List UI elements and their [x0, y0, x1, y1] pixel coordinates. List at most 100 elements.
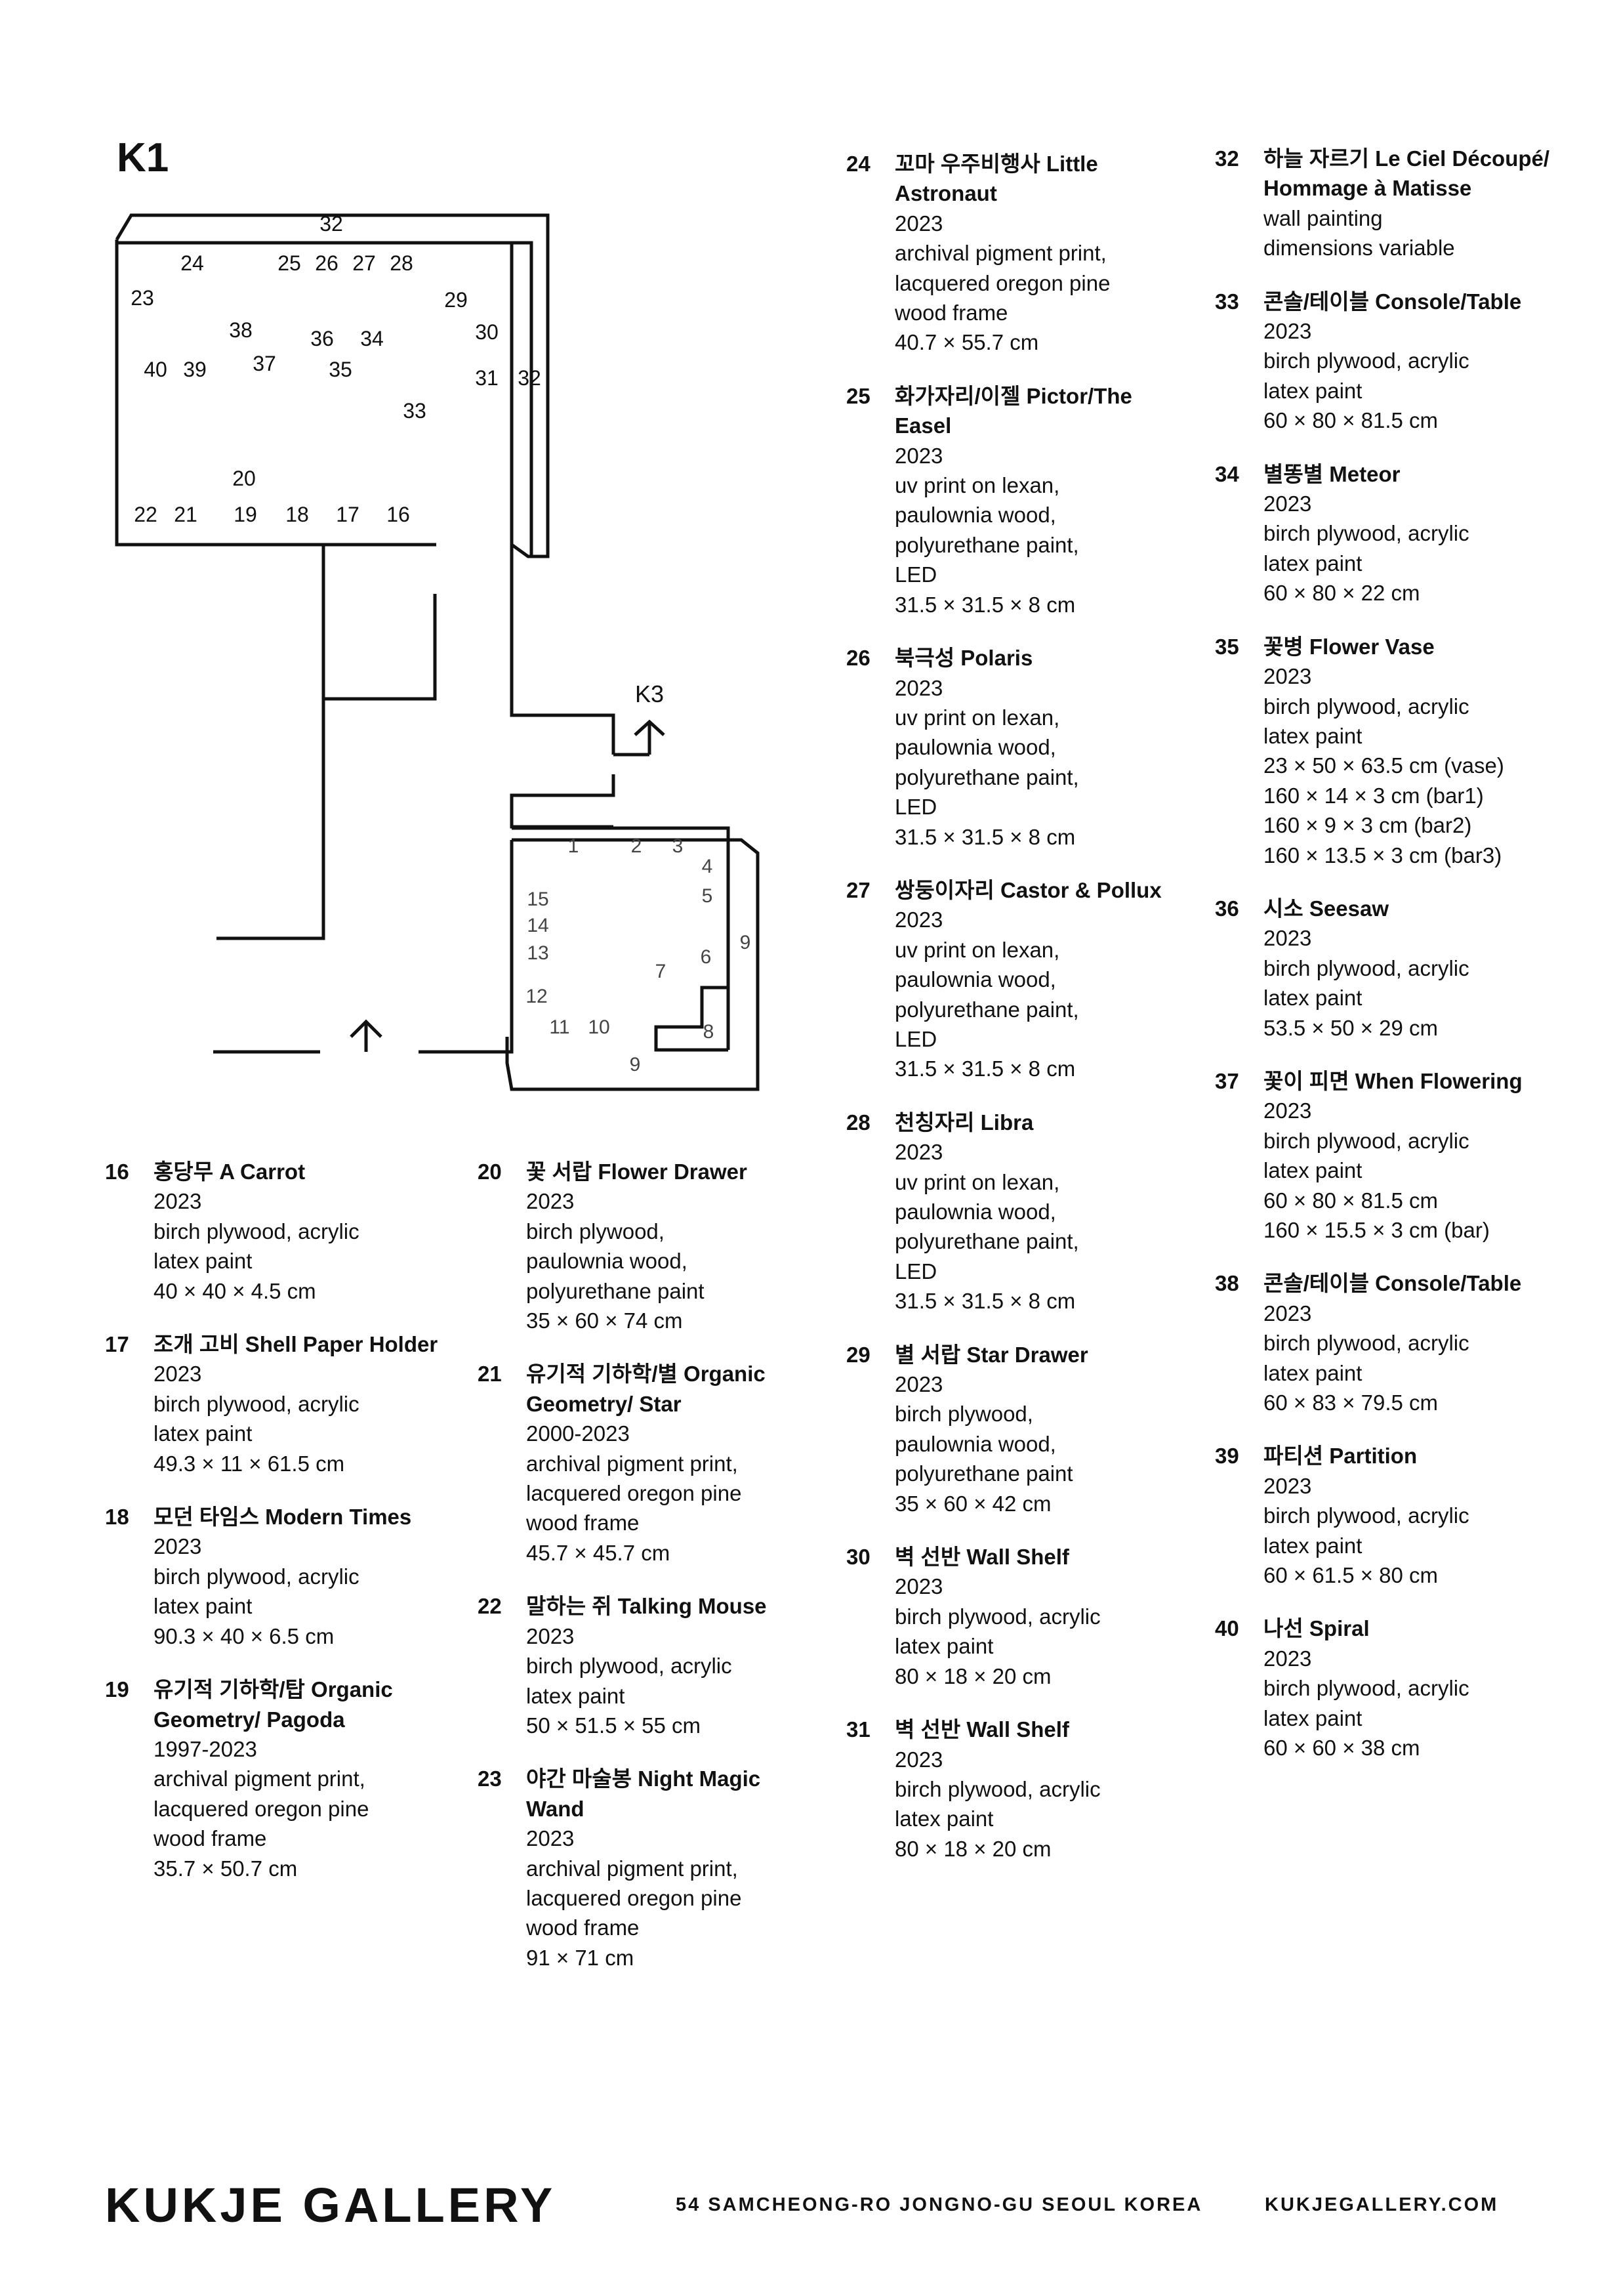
artwork-detail: 2023 — [526, 1826, 575, 1851]
artwork-title-en: Wall Shelf — [966, 1717, 1069, 1742]
artwork-number: 31 — [846, 1717, 871, 1742]
floorplan-number: 28 — [390, 251, 413, 275]
artwork-title-en: Le Ciel Découpé/ Hommage à Matisse — [1263, 146, 1550, 201]
artwork-title-ko: 파티션 — [1263, 1444, 1324, 1469]
artwork-detail: 2023 — [526, 1189, 575, 1214]
artwork-detail: 160 × 15.5 × 3 cm (bar) — [1263, 1218, 1490, 1242]
artwork-detail: LED — [895, 562, 937, 587]
artwork-title-en: Organic Geometry/ Star — [526, 1362, 766, 1416]
artwork-detail: lacquered oregon pine — [154, 1796, 369, 1821]
artwork-detail: 2023 — [1263, 1646, 1312, 1671]
artwork-detail: birch plywood, — [526, 1219, 665, 1243]
artwork-title-ko: 쌍둥이자리 — [895, 877, 994, 902]
k1-wall — [115, 240, 436, 547]
artwork-title-en: Console/Table — [1375, 289, 1522, 314]
artwork-detail: 2023 — [1263, 1098, 1312, 1123]
artwork-detail: 2023 — [895, 908, 943, 932]
k3-wall — [505, 838, 760, 1091]
artwork-title-ko: 콘솔/테이블 — [1263, 1271, 1369, 1296]
floorplan-number: 15 — [527, 888, 548, 910]
artwork-detail: 2023 — [1263, 1301, 1312, 1325]
artwork-detail: latex paint — [1263, 1705, 1363, 1730]
artwork-detail: 2023 — [154, 1534, 202, 1559]
artwork-detail: archival pigment print, — [526, 1856, 738, 1881]
k3-wall — [654, 986, 728, 1052]
floorplan-number: 9 — [740, 932, 751, 953]
entrance-arrow — [350, 1019, 382, 1052]
artwork-title-en: Castor & Pollux — [1000, 877, 1162, 902]
artwork-detail: uv print on lexan, — [895, 705, 1060, 730]
floorplan-number: 13 — [527, 942, 548, 964]
artwork-detail: 2023 — [895, 1747, 943, 1772]
artwork-detail: archival pigment print, — [526, 1451, 738, 1476]
artwork-detail: 2023 — [1263, 491, 1312, 516]
artwork-number: 30 — [846, 1545, 871, 1570]
artwork-title-en: A Carrot — [219, 1159, 306, 1184]
artwork-detail: paulownia wood, — [895, 735, 1056, 760]
artwork-detail: 60 × 61.5 × 80 cm — [1263, 1563, 1439, 1588]
artwork-number: 38 — [1215, 1271, 1239, 1296]
artwork-title-en: Seesaw — [1309, 896, 1389, 921]
artwork-number: 22 — [478, 1594, 502, 1619]
artwork-number: 25 — [846, 383, 871, 408]
artwork-detail: 80 × 18 × 20 cm — [895, 1663, 1052, 1688]
artwork-title-en: Pictor/The Easel — [895, 383, 1132, 438]
artwork-detail: 60 × 83 × 79.5 cm — [1263, 1390, 1439, 1415]
artwork-detail: wood frame — [526, 1915, 640, 1940]
artwork-detail: polyurethane paint, — [895, 764, 1079, 789]
artwork-detail: 80 × 18 × 20 cm — [895, 1836, 1052, 1861]
artwork-detail: latex paint — [1263, 723, 1363, 748]
artwork-number: 19 — [105, 1677, 129, 1702]
artwork-detail: wood frame — [526, 1511, 640, 1535]
artwork-detail: 40.7 × 55.7 cm — [895, 330, 1039, 355]
corridor-wall — [510, 774, 615, 829]
artwork-detail: lacquered oregon pine — [526, 1481, 742, 1506]
artwork-title-en: Console/Table — [1375, 1271, 1522, 1296]
corridor-wall — [510, 545, 615, 755]
artwork-title-ko: 나선 — [1263, 1616, 1303, 1641]
artwork-title-ko: 꽃 서랍 — [526, 1159, 592, 1184]
artwork-detail: 2023 — [526, 1623, 575, 1648]
artwork-number: 35 — [1215, 634, 1239, 659]
artwork-detail: polyurethane paint, — [895, 1229, 1079, 1254]
artwork-detail: 2023 — [895, 1140, 943, 1165]
gallery-website[interactable]: KUKJEGALLERY.COM — [1265, 2194, 1499, 2215]
artwork-detail: 2023 — [895, 1372, 943, 1397]
gallery-logo: KUKJE GALLERY — [105, 2178, 556, 2232]
artwork-number: 24 — [846, 152, 871, 176]
floorplan-number: 21 — [174, 503, 197, 526]
artwork-title-ko: 별똥별 — [1263, 461, 1324, 486]
artwork-detail: 160 × 14 × 3 cm (bar1) — [1263, 783, 1484, 808]
artwork-title-ko: 북극성 — [895, 646, 955, 671]
artwork-title-ko: 벽 선반 — [895, 1717, 961, 1742]
floorplan-number: 22 — [134, 503, 157, 526]
floorplan-number: 5 — [702, 885, 713, 907]
floorplan-number: 29 — [444, 288, 468, 312]
artwork-number: 39 — [1215, 1444, 1239, 1469]
artwork-detail: latex paint — [1263, 378, 1363, 403]
artwork-detail: 31.5 × 31.5 × 8 cm — [895, 1289, 1076, 1314]
floorplan-number: 27 — [352, 251, 376, 275]
artwork-detail: 2023 — [895, 211, 943, 236]
floorplan-number: 10 — [588, 1016, 609, 1038]
artwork-number: 33 — [1215, 289, 1239, 314]
artwork-number: 27 — [846, 877, 871, 902]
artwork-detail: 23 × 50 × 63.5 cm (vase) — [1263, 753, 1504, 778]
corridor-wall — [323, 594, 437, 701]
artwork-detail: latex paint — [1263, 1158, 1363, 1183]
artwork-detail: 60 × 80 × 81.5 cm — [1263, 1188, 1439, 1213]
artwork-title-en: Shell Paper Holder — [245, 1332, 438, 1357]
artwork-detail: polyurethane paint — [895, 1461, 1073, 1486]
artwork-detail: latex paint — [526, 1683, 625, 1708]
